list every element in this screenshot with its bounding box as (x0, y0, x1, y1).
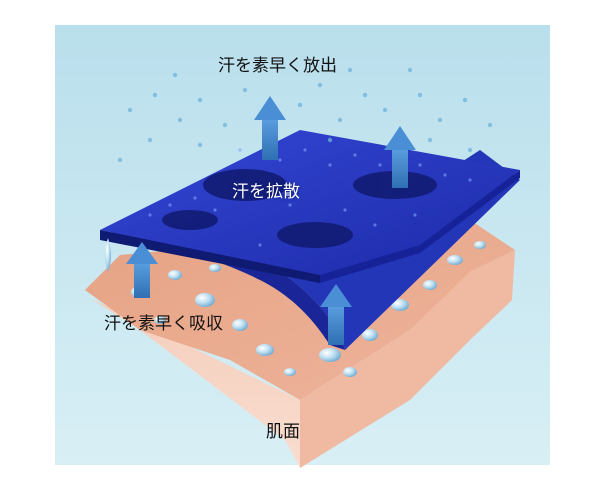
label-release-sweat: 汗を素早く放出 (218, 56, 337, 76)
skin-block-front (300, 250, 515, 468)
drip-droplet (105, 238, 111, 272)
sweat-patches (162, 169, 437, 248)
arrow-release-left (254, 96, 286, 160)
label-skin-surface: 肌面 (266, 422, 300, 442)
arrow-absorb-right (320, 284, 352, 345)
skin-droplets (131, 241, 486, 377)
fabric-upper-edge-front (100, 230, 320, 283)
fabric-upper-layer (100, 130, 520, 275)
fabric-dots (148, 148, 472, 247)
vapor-dots (117, 67, 493, 163)
arrow-release-right (384, 126, 416, 188)
arrow-absorb-left (126, 242, 158, 298)
label-absorb-sweat: 汗を素早く吸収 (104, 314, 223, 334)
label-diffuse-sweat: 汗を拡散 (232, 182, 300, 202)
fabric-upper-edge-right (320, 170, 520, 283)
